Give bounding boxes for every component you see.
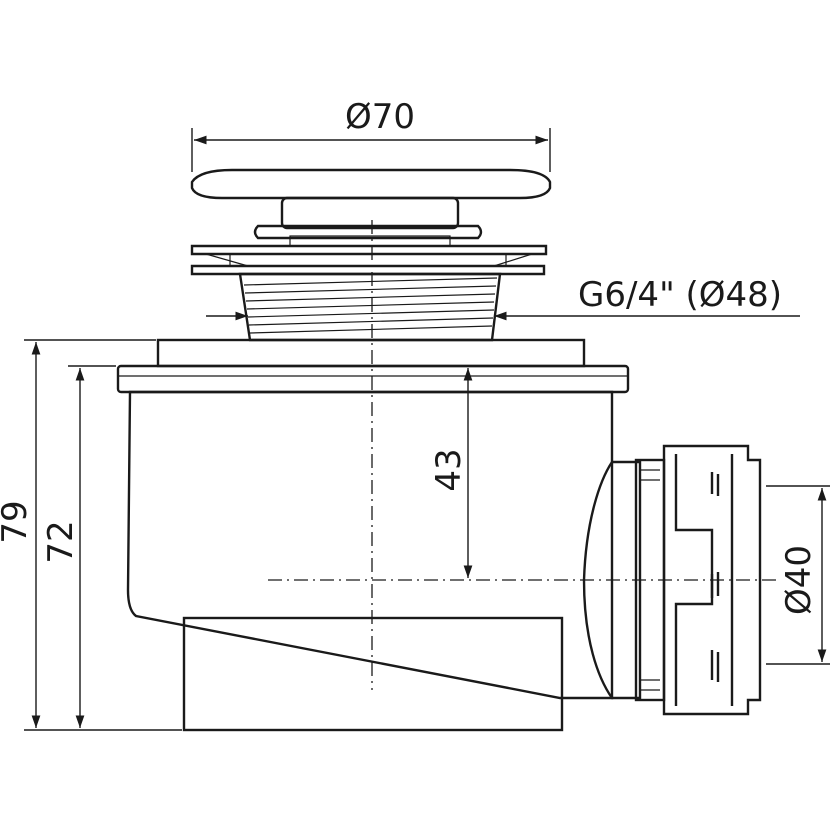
nut-body xyxy=(662,444,762,716)
lower-collar xyxy=(182,616,564,732)
thread-lines xyxy=(243,277,498,334)
outlet-elbow xyxy=(582,460,642,700)
grate-plate-lower xyxy=(190,264,546,276)
dim-outlet-diameter: Ø40 xyxy=(766,485,830,665)
dim-overall-height: 79 xyxy=(0,339,182,731)
grate-plate-upper xyxy=(190,244,548,256)
dim-cap-diameter: Ø70 xyxy=(191,97,551,172)
cap-diameter-label: Ø70 xyxy=(345,97,415,137)
outlet-center-depth-label: 43 xyxy=(429,448,469,491)
cap-disc xyxy=(190,168,552,200)
overall-height-label: 79 xyxy=(0,500,35,543)
plug-seal xyxy=(253,224,483,240)
upper-collar xyxy=(156,338,586,368)
thread-size-label: G6/4" (Ø48) xyxy=(578,275,782,315)
body-flange xyxy=(116,364,630,394)
dim-outlet-center-depth: 43 xyxy=(429,368,473,578)
body-cup xyxy=(126,390,614,700)
nut-ribs xyxy=(674,454,734,706)
plug-stem xyxy=(280,196,460,230)
outlet-diameter-label: Ø40 xyxy=(779,545,819,615)
plug-cap xyxy=(190,168,552,247)
threaded-neck xyxy=(190,244,548,342)
drain-body xyxy=(116,338,642,732)
dim-thread-size: G6/4" (Ø48) xyxy=(206,275,800,321)
body-height-label: 72 xyxy=(41,520,81,563)
dim-body-height: 72 xyxy=(41,365,116,728)
